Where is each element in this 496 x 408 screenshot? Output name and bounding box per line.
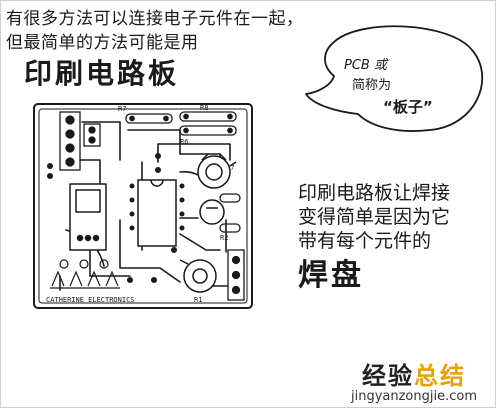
intro-line-1: 有很多方法可以连接电子元件在一起， (6, 9, 304, 29)
board-maker-label: CATHERINE ELECTRONICS (46, 296, 135, 304)
potentiometer (197, 153, 237, 189)
bubble-text-pcb: PCB 或 (344, 58, 387, 73)
bubble-text-board: “板子” (383, 98, 433, 116)
side-text-line-2: 变得简单是因为它 (298, 206, 451, 228)
pad-strip-right (227, 249, 245, 301)
label-r2: R2 (220, 234, 228, 242)
watermark: 经验总结 jingyanzongjie.com (336, 356, 492, 404)
label-r1: R1 (194, 296, 202, 304)
heading-pcb: 印刷电路板 (24, 57, 180, 90)
regulator-component (69, 183, 107, 251)
led-group (50, 259, 120, 289)
resistor-pads-top (125, 111, 237, 136)
transistor (199, 199, 225, 225)
speech-bubble (305, 25, 483, 132)
side-text-line-3: 带有每个元件的 (298, 230, 432, 252)
watermark-logo-main: 经验 (362, 362, 414, 390)
watermark-logo-accent: 总结 (414, 362, 466, 390)
label-r8: R8 (200, 104, 208, 112)
bubble-text-abbrev: 简称为 (352, 78, 392, 93)
side-text-line-1: 印刷电路板让焊接 (298, 182, 451, 204)
side-text-emphasis: 焊盘 (298, 258, 364, 293)
pads-right-middle (219, 193, 241, 233)
intro-line-2: 但最简单的方法可能是用 (6, 33, 199, 53)
watermark-url: jingyanzongjie.com (350, 389, 477, 404)
label-r6: R6 (180, 138, 188, 146)
label-r7: R7 (118, 105, 126, 113)
watermark-logo: 经验总结 (336, 356, 492, 391)
capacitor-bottom (179, 259, 217, 293)
pads-left (47, 153, 161, 179)
connector-block (59, 111, 101, 171)
pads-bottom (127, 247, 177, 283)
ic-chip (129, 179, 185, 247)
pcb-illustration: R7 R8 R6 C7 R1 R2 (33, 103, 253, 309)
